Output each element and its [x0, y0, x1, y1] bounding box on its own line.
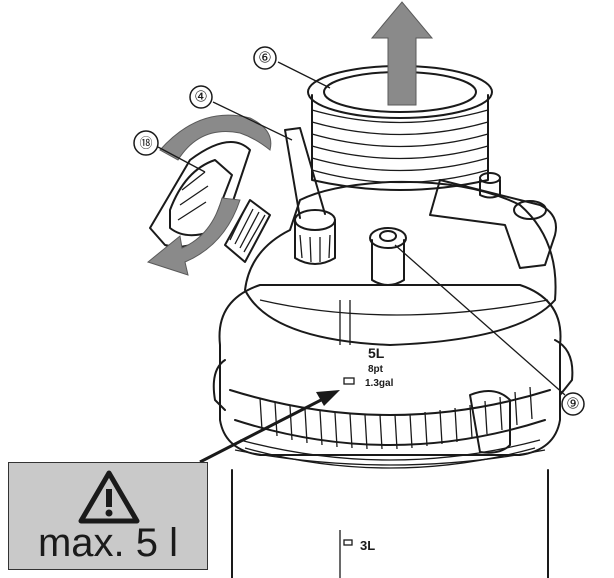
hose-connector	[284, 127, 336, 265]
max-fill-label: max. 5 l	[37, 521, 179, 565]
warning-triangle-icon	[78, 470, 140, 524]
svg-text:⑨: ⑨	[566, 396, 579, 413]
side-thread-outlet	[224, 199, 271, 263]
fill-mark-pints: 8pt	[368, 364, 384, 375]
svg-text:⑥: ⑥	[258, 50, 271, 67]
fill-line-pointer-arrow	[199, 390, 340, 464]
rotate-counterclockwise-arrow	[146, 114, 272, 276]
filler-neck	[307, 65, 493, 191]
lift-up-arrow	[370, 1, 434, 106]
tank-dome	[244, 180, 557, 346]
fill-level-markings: 5L 8pt 1.3gal 3L	[343, 345, 394, 553]
tank-body	[231, 449, 549, 578]
svg-text:④: ④	[194, 89, 207, 106]
pump-lever	[429, 172, 557, 269]
fill-mark-3l: 3L	[360, 538, 375, 553]
leader-lines	[157, 61, 566, 396]
max-fill-warning-box: max. 5 l	[8, 462, 208, 570]
callout-6: ⑥	[253, 46, 277, 70]
svg-text:⑱: ⑱	[139, 136, 152, 151]
lower-collar	[212, 284, 574, 469]
rib-pattern	[239, 386, 541, 469]
fill-mark-5l: 5L	[368, 345, 385, 361]
callout-18: ⑱	[133, 130, 159, 156]
callout-4: ④	[189, 85, 213, 109]
pressure-relief-valve	[369, 227, 407, 286]
callout-9: ⑨	[561, 392, 585, 416]
fill-mark-gallons: 1.3gal	[365, 378, 394, 389]
